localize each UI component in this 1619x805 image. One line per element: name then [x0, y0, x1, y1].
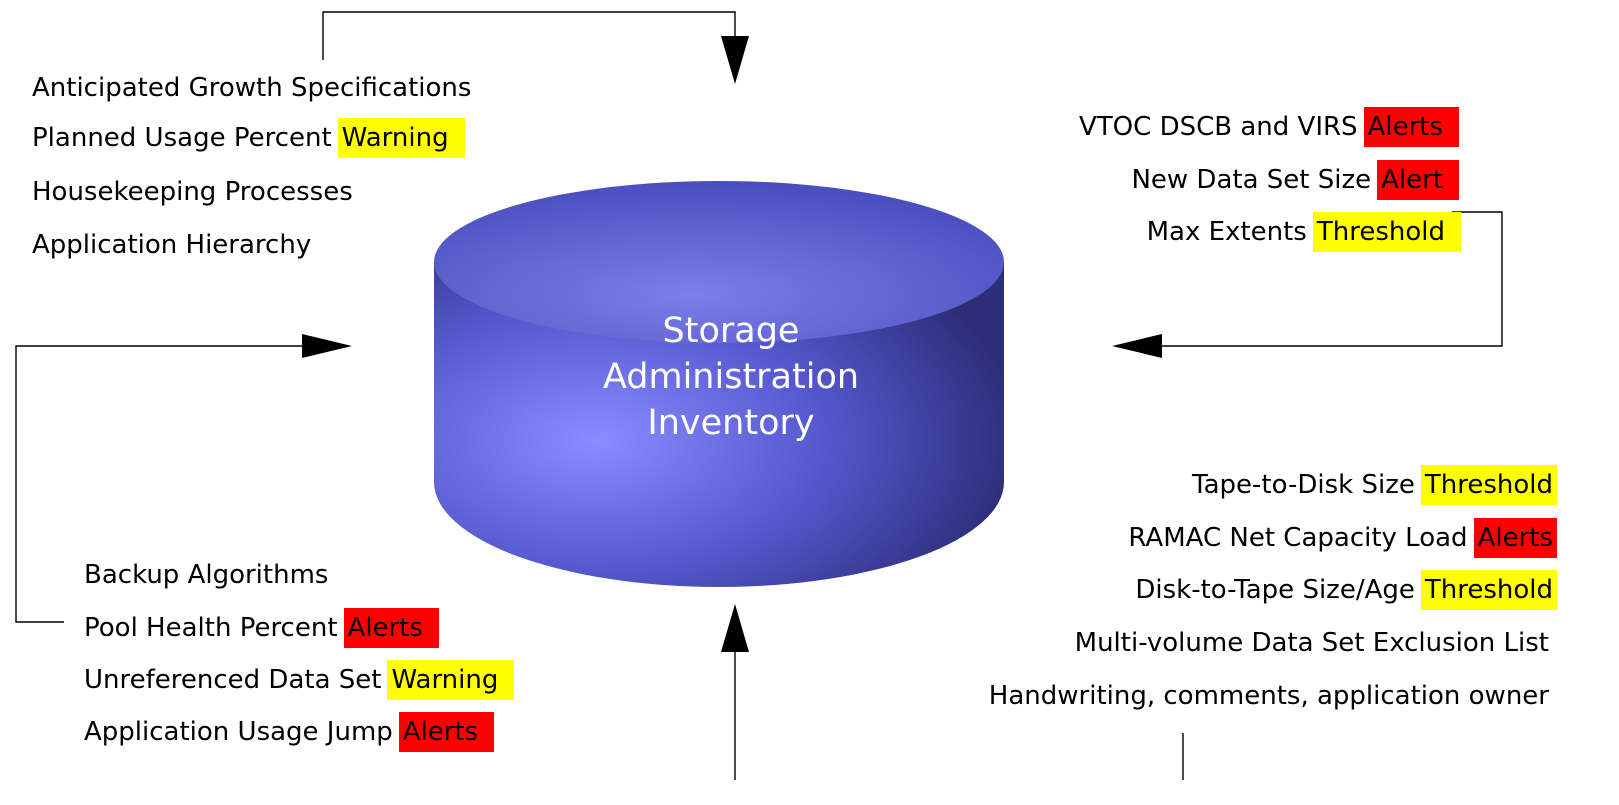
- cylinder-label-line: Administration: [602, 357, 860, 397]
- item-text: Unreferenced Data Set: [84, 665, 382, 695]
- arrowhead-right: [1112, 334, 1162, 358]
- item-text: Application Hierarchy: [32, 230, 312, 260]
- item-text: Handwriting, comments, application owner: [988, 681, 1549, 711]
- storage-cylinder: [434, 181, 1004, 587]
- connector-bottom: [734, 645, 1184, 780]
- item-handwriting-comments: Handwriting, comments, application owner: [989, 676, 1549, 716]
- cylinder-label: Storage Administration Inventory: [531, 308, 931, 446]
- threshold-badge: Threshold: [1312, 212, 1461, 252]
- item-text: Planned Usage Percent: [32, 123, 332, 153]
- connector-top-left: [322, 11, 736, 60]
- alert-badge: Alerts: [1363, 107, 1459, 147]
- warning-badge: Warning: [387, 660, 515, 700]
- item-text: Tape-to-Disk Size: [1192, 470, 1415, 500]
- alert-badge: Alerts: [1473, 518, 1557, 558]
- cylinder-label-line: Storage: [662, 311, 800, 351]
- item-text: Housekeeping Processes: [32, 177, 353, 207]
- connector-right: [1160, 211, 1503, 347]
- arrowhead-bottom: [721, 604, 749, 652]
- item-text: Pool Health Percent: [84, 613, 338, 643]
- item-text: Max Extents: [1146, 217, 1307, 247]
- alert-badge: Alert: [1377, 160, 1459, 200]
- connector-left: [15, 345, 310, 623]
- item-anticipated-growth: Anticipated Growth Specifications: [32, 68, 471, 108]
- cylinder-label-line: Inventory: [647, 403, 815, 443]
- threshold-badge: Threshold: [1420, 570, 1557, 610]
- item-multi-volume-exclusion: Multi-volume Data Set Exclusion List: [1075, 623, 1549, 663]
- item-text: Application Usage Jump: [84, 717, 393, 747]
- item-housekeeping: Housekeeping Processes: [32, 172, 353, 212]
- item-text: New Data Set Size: [1131, 165, 1372, 195]
- cylinder-body: [434, 262, 1004, 587]
- item-text: Disk-to-Tape Size/Age: [1135, 575, 1415, 605]
- warning-badge: Warning: [337, 118, 465, 158]
- threshold-badge: Threshold: [1420, 465, 1557, 505]
- arrowhead-left: [302, 334, 352, 358]
- item-backup-algorithms: Backup Algorithms: [84, 555, 328, 595]
- item-text: VTOC DSCB and VIRS: [1079, 112, 1358, 142]
- alert-badge: Alerts: [343, 608, 439, 648]
- item-application-hierarchy: Application Hierarchy: [32, 225, 311, 265]
- item-text: Backup Algorithms: [84, 560, 329, 590]
- cylinder-top: [434, 181, 1004, 343]
- alert-badge: Alerts: [398, 712, 495, 752]
- item-text: Multi-volume Data Set Exclusion List: [1074, 628, 1549, 658]
- arrowhead-top: [721, 36, 749, 84]
- item-text: RAMAC Net Capacity Load: [1128, 523, 1468, 553]
- item-text: Anticipated Growth Specifications: [32, 73, 472, 103]
